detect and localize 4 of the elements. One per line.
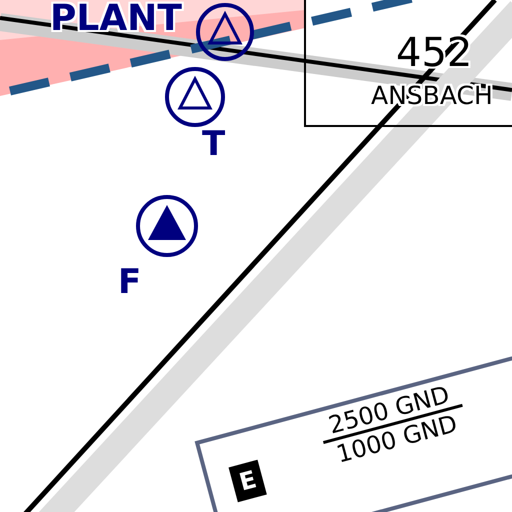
map-label: F [118,265,142,299]
airspace-class: E [228,460,268,502]
place-name: PLANT [50,1,182,37]
map-label: T [202,127,226,161]
